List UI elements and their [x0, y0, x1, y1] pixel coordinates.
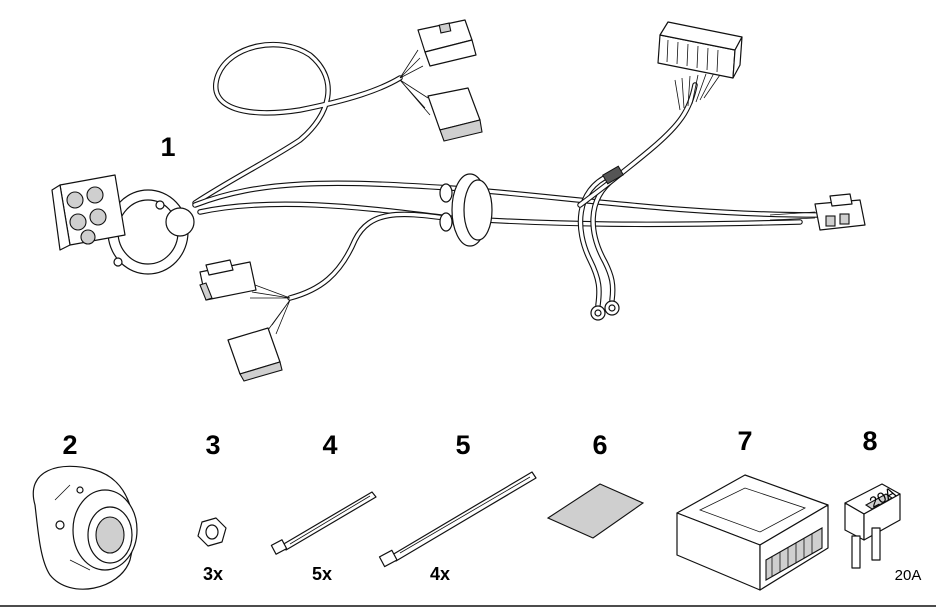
label-part-5: 5 [455, 430, 470, 460]
harness-wire-ground-leads [577, 172, 620, 321]
connector-lower-lower [227, 299, 291, 382]
cable-tie-large: 5 4x [378, 430, 537, 584]
label-part-6: 6 [592, 430, 607, 460]
nut: 3 3x [197, 430, 227, 584]
wiring-harness: 1 [51, 19, 866, 382]
label-part-7: 7 [737, 426, 752, 456]
label-part-1: 1 [160, 132, 175, 162]
multi-pin-connector-top-right [657, 21, 743, 79]
socket-housing: 2 [32, 430, 138, 590]
harness-wire-top-loop [192, 41, 403, 206]
cable-tie-small: 4 5x [270, 430, 377, 584]
label-part-8: 8 [862, 426, 877, 456]
harness-wire-lower-branch [287, 211, 448, 301]
harness-socket-connector [51, 174, 195, 275]
connector-lower-upper [199, 259, 291, 301]
fuse: 20A 8 [844, 426, 901, 569]
label-part-4: 4 [322, 430, 337, 460]
quantity-part-4: 5x [312, 564, 332, 584]
control-module: 7 [676, 426, 829, 591]
harness-wire-top-right-bundle [577, 71, 723, 208]
connector-top-upper [399, 19, 477, 79]
quantity-part-3: 3x [203, 564, 223, 584]
harness-tape-band [602, 165, 624, 185]
harness-wire-main-trunk [192, 180, 823, 228]
connector-right [769, 193, 866, 231]
connector-top-lower [399, 79, 483, 142]
quantity-part-5: 4x [430, 564, 450, 584]
fuse-rating-label: 20A [895, 567, 922, 584]
adhesive-pad: 6 [546, 430, 645, 539]
label-part-2: 2 [62, 430, 77, 460]
grommet-middle [439, 173, 493, 247]
label-part-3: 3 [205, 430, 220, 460]
